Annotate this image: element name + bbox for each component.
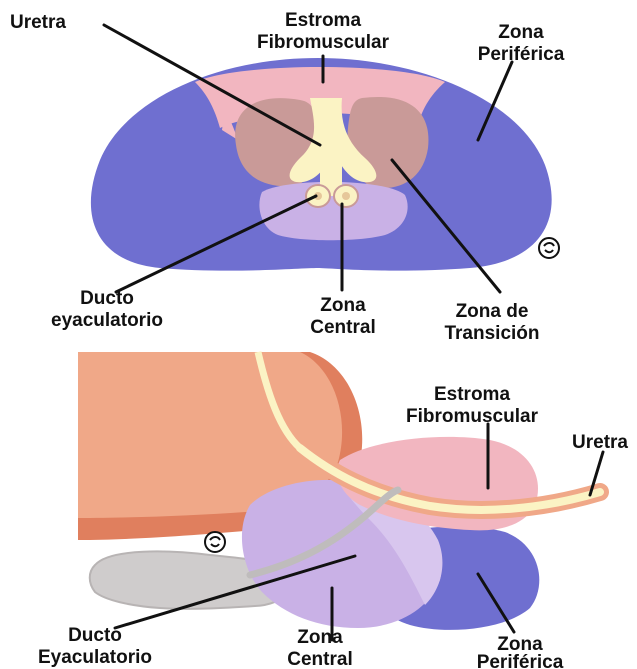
duct-lumen-right [342,192,350,200]
label-ducto-side-1: Ducto [68,625,122,646]
label-ducto-side-2: Eyaculatorio [38,647,152,668]
label-central-top-1: Zona [320,295,366,316]
sagittal-section: Estroma Fibromuscular Uretra Ducto Eyacu… [38,352,628,669]
label-periferica-side-2: Periférica [477,652,564,669]
label-periferica-top-1: Zona [498,22,544,43]
label-ducto-top-1: Ducto [80,288,134,309]
label-transicion-top-1: Zona de [456,301,529,322]
label-uretra-top: Uretra [10,12,66,33]
label-estroma-side-1: Estroma [434,384,510,405]
label-estroma-top-2: Fibromuscular [257,32,390,53]
label-estroma-top-1: Estroma [285,10,361,31]
label-periferica-top-2: Periférica [478,44,565,65]
anatomical-logo-icon [539,238,559,258]
label-central-side-1: Zona [297,627,343,648]
label-central-top-2: Central [310,317,375,338]
label-central-side-2: Central [287,649,352,669]
label-estroma-side-2: Fibromuscular [406,406,539,427]
label-transicion-top-2: Transición [444,323,539,344]
label-uretra-side: Uretra [572,432,628,453]
axial-section: Uretra Estroma Fibromuscular Zona Perifé… [10,10,565,344]
anatomical-logo-icon [205,532,225,552]
label-ducto-top-2: eyaculatorio [51,310,163,331]
